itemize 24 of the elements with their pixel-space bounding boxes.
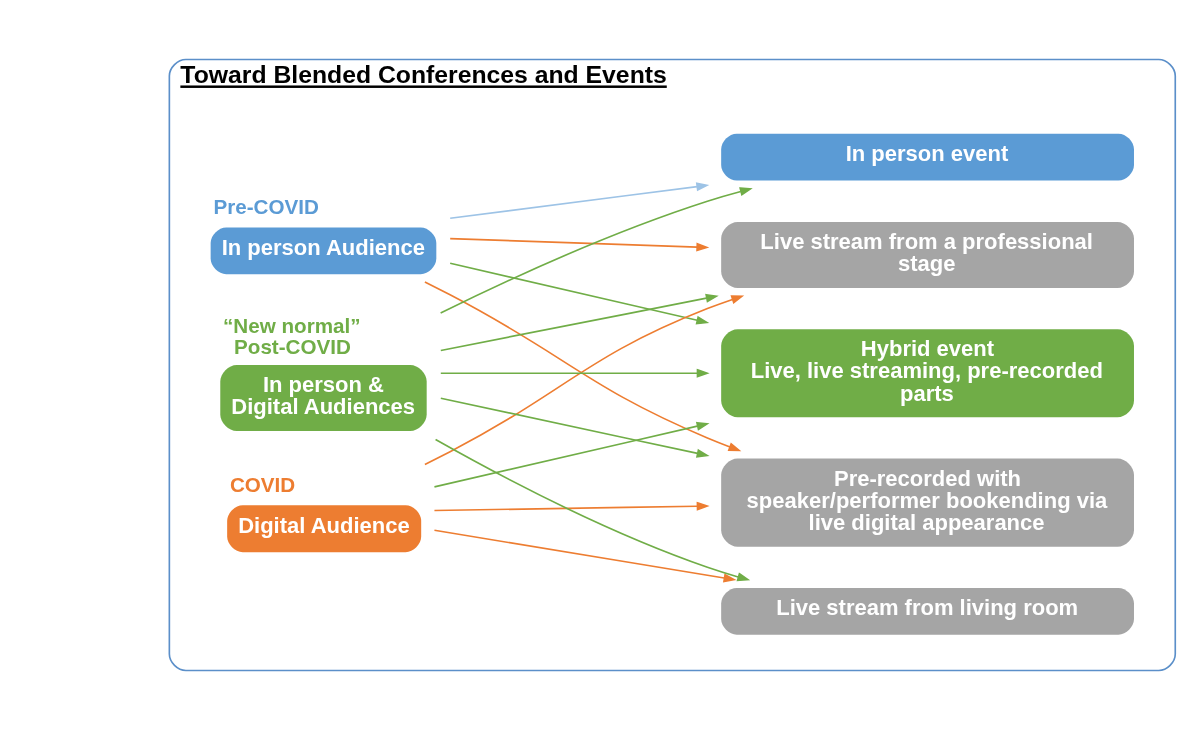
arrow bbox=[424, 281, 742, 452]
arrow bbox=[449, 262, 710, 325]
node-box: Live stream from a professional stage bbox=[721, 221, 1134, 288]
arrow bbox=[424, 295, 745, 466]
arrow bbox=[433, 421, 710, 488]
arrow bbox=[439, 368, 710, 378]
node-box: Live stream from living room bbox=[721, 587, 1134, 635]
node-box: In person event bbox=[721, 133, 1134, 181]
node-box: Pre-recorded with speaker/performer bookending via live digital appearance bbox=[721, 458, 1134, 547]
arrow bbox=[449, 237, 710, 252]
node-label: COVID bbox=[229, 472, 296, 496]
node-box: In person & Digital Audiences bbox=[220, 365, 427, 432]
node-label: “New normal” Post-COVID bbox=[223, 314, 361, 358]
arrow bbox=[439, 397, 710, 458]
arrow bbox=[433, 529, 737, 583]
arrow bbox=[439, 293, 719, 352]
node-box: Digital Audience bbox=[227, 505, 422, 553]
arrow bbox=[449, 182, 710, 220]
node-label: Pre-COVID bbox=[213, 194, 319, 218]
arrow bbox=[434, 438, 751, 582]
node-box: In person Audience bbox=[210, 227, 437, 275]
node-box: Hybrid event Live, live streaming, pre-recorded parts bbox=[721, 329, 1134, 418]
arrow bbox=[433, 501, 710, 512]
arrow bbox=[439, 187, 753, 314]
